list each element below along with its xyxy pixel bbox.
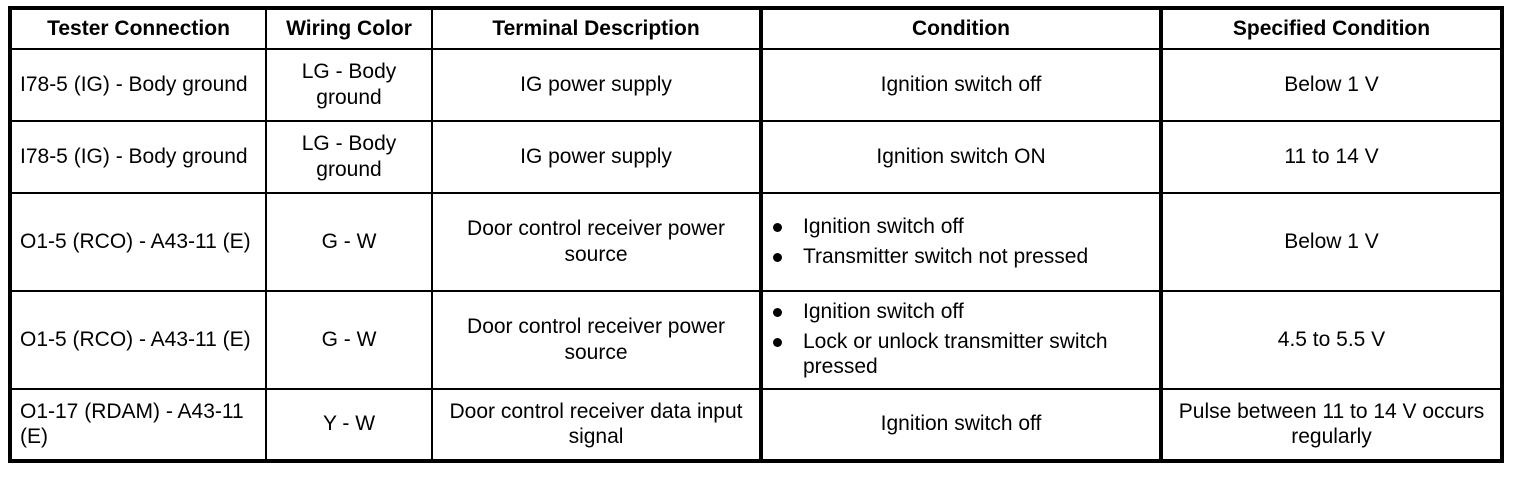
bullet-icon bbox=[773, 308, 782, 318]
column-header-wiring-color: Wiring Color bbox=[265, 7, 433, 50]
cell-wiring-color: Y - W bbox=[265, 387, 433, 462]
cell-wiring-color: G - W bbox=[265, 191, 433, 292]
table-body: I78-5 (IG) - Body ground LG - Body groun… bbox=[9, 47, 1503, 462]
table-row: O1-17 (RDAM) - A43-11 (E) Y - W Door con… bbox=[9, 387, 1503, 462]
cell-specified-condition: 4.5 to 5.5 V bbox=[1159, 289, 1503, 390]
list-item: Ignition switch off bbox=[771, 214, 1151, 240]
cell-condition: Ignition switch ON bbox=[759, 119, 1162, 194]
cell-wiring-color: LG - Body ground bbox=[265, 47, 433, 122]
list-item-label: Ignition switch off bbox=[803, 300, 964, 324]
cell-terminal-description: IG power supply bbox=[431, 47, 762, 122]
cell-condition: Ignition switch off Transmitter switch n… bbox=[759, 191, 1162, 292]
cell-wiring-color: G - W bbox=[265, 289, 433, 390]
list-item-label: Transmitter switch not pressed bbox=[803, 244, 1089, 268]
cell-terminal-description: Door control receiver power source bbox=[431, 289, 762, 390]
bullet-icon bbox=[773, 337, 782, 347]
table-header: Tester Connection Wiring Color Terminal … bbox=[9, 7, 1503, 50]
cell-tester-connection: O1-5 (RCO) - A43-11 (E) bbox=[9, 191, 267, 292]
cell-terminal-description: IG power supply bbox=[431, 119, 762, 194]
spec-table-container: Tester Connection Wiring Color Terminal … bbox=[8, 6, 1504, 463]
column-header-terminal-description: Terminal Description bbox=[431, 7, 762, 50]
column-header-specified-condition: Specified Condition bbox=[1159, 7, 1503, 50]
list-item: Ignition switch off bbox=[771, 299, 1151, 325]
cell-tester-connection: O1-5 (RCO) - A43-11 (E) bbox=[9, 289, 267, 390]
cell-specified-condition: Pulse between 11 to 14 V occurs regularl… bbox=[1159, 387, 1503, 462]
list-item-label: Lock or unlock transmitter switch presse… bbox=[803, 329, 1108, 379]
cell-tester-connection: I78-5 (IG) - Body ground bbox=[9, 119, 267, 194]
condition-bullet-list: Ignition switch off Transmitter switch n… bbox=[771, 214, 1151, 269]
cell-specified-condition: 11 to 14 V bbox=[1159, 119, 1503, 194]
header-row: Tester Connection Wiring Color Terminal … bbox=[9, 7, 1503, 50]
condition-bullet-list: Ignition switch off Lock or unlock trans… bbox=[771, 299, 1151, 380]
cell-terminal-description: Door control receiver power source bbox=[431, 191, 762, 292]
bullet-icon bbox=[773, 223, 782, 232]
cell-condition: Ignition switch off Lock or unlock trans… bbox=[759, 289, 1162, 390]
cell-tester-connection: I78-5 (IG) - Body ground bbox=[9, 47, 267, 122]
terminal-inspection-table: Tester Connection Wiring Color Terminal … bbox=[8, 6, 1504, 463]
table-row: O1-5 (RCO) - A43-11 (E) G - W Door contr… bbox=[9, 191, 1503, 292]
table-row: I78-5 (IG) - Body ground LG - Body groun… bbox=[9, 47, 1503, 122]
column-header-tester-connection: Tester Connection bbox=[9, 7, 267, 50]
cell-condition: Ignition switch off bbox=[759, 47, 1162, 122]
cell-terminal-description: Door control receiver data input signal bbox=[431, 387, 762, 462]
table-row: I78-5 (IG) - Body ground LG - Body groun… bbox=[9, 119, 1503, 194]
cell-tester-connection: O1-17 (RDAM) - A43-11 (E) bbox=[9, 387, 267, 462]
bullet-icon bbox=[773, 252, 782, 262]
cell-specified-condition: Below 1 V bbox=[1159, 47, 1503, 122]
cell-condition: Ignition switch off bbox=[759, 387, 1162, 462]
table-row: O1-5 (RCO) - A43-11 (E) G - W Door contr… bbox=[9, 289, 1503, 390]
list-item: Transmitter switch not pressed bbox=[771, 244, 1151, 270]
list-item: Lock or unlock transmitter switch presse… bbox=[771, 329, 1151, 380]
list-item-label: Ignition switch off bbox=[803, 215, 964, 238]
column-header-condition: Condition bbox=[759, 7, 1162, 50]
cell-specified-condition: Below 1 V bbox=[1159, 191, 1503, 292]
cell-wiring-color: LG - Body ground bbox=[265, 119, 433, 194]
